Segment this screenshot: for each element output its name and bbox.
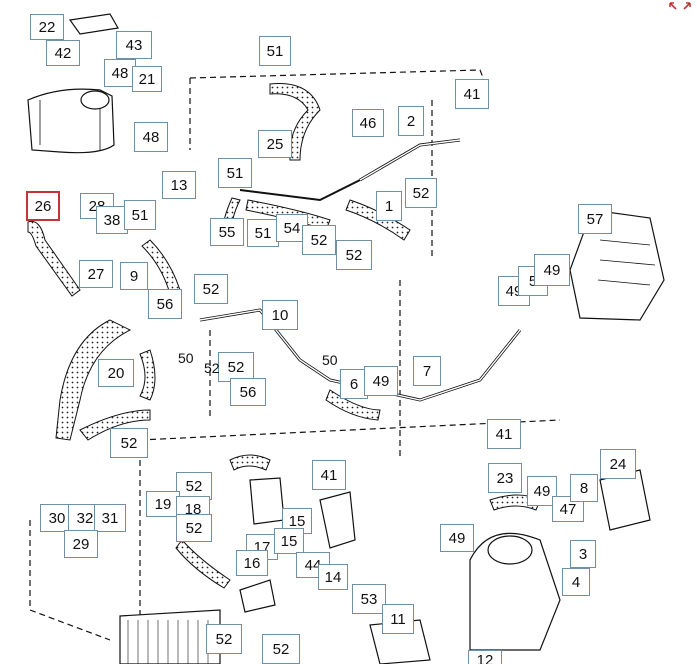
callout-49[interactable]: 49 [534, 254, 570, 286]
callout-48[interactable]: 48 [104, 59, 136, 87]
callout-49[interactable]: 49 [364, 366, 398, 396]
callout-56[interactable]: 56 [148, 289, 182, 319]
callout-14[interactable]: 14 [318, 564, 348, 590]
callout-52[interactable]: 52 [262, 634, 300, 664]
callout-23[interactable]: 23 [488, 463, 522, 493]
callout-22[interactable]: 22 [30, 14, 64, 40]
callout-52[interactable]: 52 [194, 274, 228, 304]
callout-41[interactable]: 41 [312, 460, 346, 490]
label-50: 50 [178, 350, 194, 366]
callout-29[interactable]: 29 [64, 530, 98, 558]
callout-41[interactable]: 41 [487, 419, 521, 449]
callout-51[interactable]: 51 [218, 158, 252, 188]
callout-1[interactable]: 1 [376, 191, 402, 221]
callout-52[interactable]: 52 [302, 225, 336, 255]
callout-51[interactable]: 51 [247, 219, 279, 247]
callout-13[interactable]: 13 [162, 171, 196, 199]
callout-38[interactable]: 38 [96, 206, 128, 234]
callout-57[interactable]: 57 [578, 204, 612, 234]
callout-21[interactable]: 21 [132, 66, 162, 92]
callout-51[interactable]: 51 [124, 200, 156, 230]
callout-53[interactable]: 53 [352, 584, 386, 614]
callout-11[interactable]: 11 [382, 604, 414, 634]
callout-12[interactable]: 12 [468, 650, 502, 664]
callout-52[interactable]: 52 [206, 624, 242, 654]
callout-10[interactable]: 10 [262, 300, 298, 330]
callout-52[interactable]: 52 [110, 428, 148, 458]
callout-43[interactable]: 43 [116, 31, 152, 59]
callout-16[interactable]: 16 [236, 550, 268, 576]
callout-19[interactable]: 19 [146, 491, 180, 517]
callout-25[interactable]: 25 [258, 130, 292, 158]
callout-26[interactable]: 26 [26, 191, 60, 221]
callout-6[interactable]: 6 [340, 369, 368, 399]
callout-51[interactable]: 51 [259, 36, 291, 66]
callout-27[interactable]: 27 [79, 260, 113, 288]
callout-56[interactable]: 56 [230, 378, 266, 406]
callout-55[interactable]: 55 [210, 218, 244, 246]
callout-52[interactable]: 52 [336, 240, 372, 270]
label-50: 50 [322, 352, 338, 368]
callout-49[interactable]: 49 [440, 524, 474, 552]
callout-15[interactable]: 15 [274, 528, 304, 554]
callout-46[interactable]: 46 [352, 109, 384, 137]
callout-4[interactable]: 4 [562, 568, 590, 596]
callout-52[interactable]: 52 [176, 472, 212, 500]
callout-52[interactable]: 52 [176, 514, 212, 542]
callout-41[interactable]: 41 [455, 79, 489, 109]
callout-7[interactable]: 7 [413, 356, 441, 386]
callout-48[interactable]: 48 [134, 122, 168, 152]
expand-icon[interactable] [667, 0, 693, 16]
callout-9[interactable]: 9 [120, 262, 148, 290]
callout-8[interactable]: 8 [570, 474, 598, 502]
label-52: 52 [204, 360, 220, 376]
callout-31[interactable]: 31 [94, 504, 126, 532]
callout-42[interactable]: 42 [46, 40, 80, 66]
callout-24[interactable]: 24 [600, 449, 636, 479]
callout-3[interactable]: 3 [570, 540, 596, 568]
callout-52[interactable]: 52 [405, 178, 437, 208]
callout-20[interactable]: 20 [98, 359, 134, 387]
callout-2[interactable]: 2 [398, 106, 424, 136]
